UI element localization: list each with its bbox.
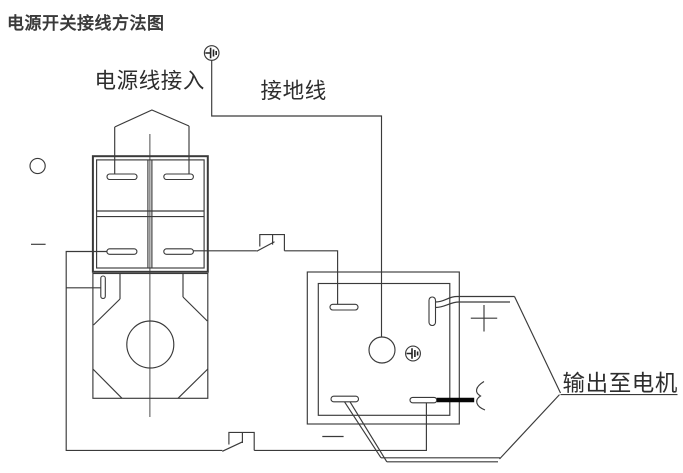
neutral-wire-run <box>65 250 427 452</box>
center-hole <box>368 336 396 364</box>
switch-body <box>92 272 209 399</box>
terminal-pad <box>329 303 359 311</box>
motor-output-pointer <box>499 296 678 460</box>
pushbutton-contact-icon <box>259 234 285 251</box>
diagram-title: 电源开关接线方法图 <box>7 14 165 33</box>
earth-terminal-icon <box>405 345 421 362</box>
terminal-pad <box>106 173 138 181</box>
strain-relief-hook <box>476 381 486 411</box>
live-wire-run <box>193 234 339 305</box>
output-minus-wire <box>344 401 500 463</box>
terminal-pad <box>428 296 437 327</box>
terminal-pad <box>163 248 194 255</box>
label-power-input: 电源线接入 <box>95 69 206 93</box>
plus-mark <box>470 305 498 332</box>
terminal-pad <box>163 173 194 181</box>
power-input-roof-wires <box>114 109 190 175</box>
terminal-board <box>306 271 460 425</box>
pushbutton-contact-icon <box>228 431 255 451</box>
output-plus-wire <box>435 295 515 309</box>
earth-terminal-icon <box>203 45 220 61</box>
terminal-pad <box>106 248 138 255</box>
ground-wire <box>211 60 383 338</box>
label-ground-wire: 接地线 <box>261 79 327 103</box>
terminal-pad <box>409 396 438 404</box>
terminal-pad <box>330 395 360 403</box>
side-terminal <box>100 275 106 300</box>
label-output-motor: 输出至电机 <box>563 371 679 396</box>
main-switch-terminal-block <box>91 155 209 273</box>
shaft-hole <box>126 320 175 369</box>
left-mounting-hole <box>29 157 46 175</box>
